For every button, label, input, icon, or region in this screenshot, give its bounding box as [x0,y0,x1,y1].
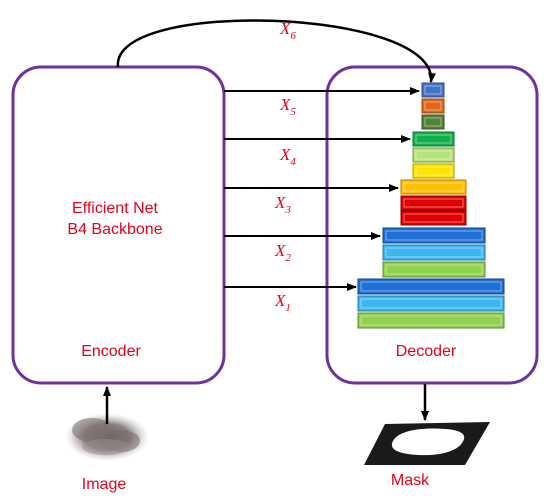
decoder-block [357,295,505,312]
skip-label-x4: X4 [279,145,296,168]
decoder-block [357,278,505,295]
decoder-block [412,131,455,147]
decoder-block [357,312,505,329]
decoder-box [325,65,539,385]
decoder-block [382,227,486,244]
decoder-block [400,210,467,226]
input-image [65,413,149,461]
encoder-backbone-line2: B4 Backbone [67,221,162,238]
encoder-box [11,65,226,385]
decoder-block [421,114,445,130]
skip-label-x1: X1 [274,291,291,314]
decoder-block [382,244,486,261]
output-label: Mask [391,472,430,489]
encoder-label: Encoder [81,343,141,360]
decoder-block [382,261,486,278]
decoder-block [400,195,467,211]
skip-label-x5: X5 [279,95,296,118]
decoder-block [421,98,445,114]
output-mask [364,422,490,465]
skip-arrow-x6 [116,19,437,83]
decoder-block [412,163,455,179]
decoder-label: Decoder [396,343,457,360]
decoder-block [421,82,445,98]
skip-label-x6: X6 [279,19,296,42]
decoder-block [412,147,455,163]
encoder-backbone-line1: Efficient Net [72,200,159,217]
skip-label-x3: X3 [274,193,291,216]
input-label: Image [82,476,127,493]
decoder-block [400,179,467,195]
skip-label-x2: X2 [274,241,291,264]
decoder-pyramid [357,82,505,329]
